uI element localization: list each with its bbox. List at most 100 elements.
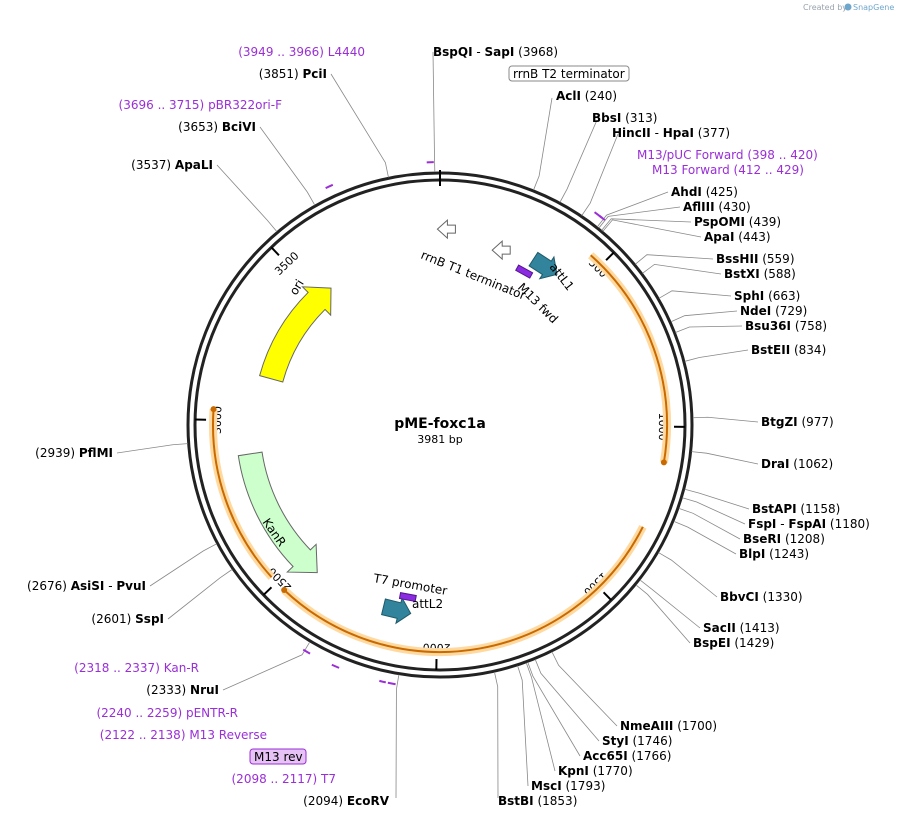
rrnb-t2-label: rrnB T2 terminator xyxy=(513,67,625,81)
leader-line xyxy=(259,126,316,206)
orf-arc xyxy=(283,526,644,653)
primer-marks xyxy=(302,161,606,686)
leader-line xyxy=(673,521,737,555)
leader-line xyxy=(167,569,233,620)
attl1-arrow xyxy=(528,251,558,280)
leader-line xyxy=(684,349,749,362)
leader-line xyxy=(635,254,714,265)
leader-line xyxy=(222,641,311,691)
site-label: (2333) NruI xyxy=(146,683,219,697)
site-label: NdeI (729) xyxy=(740,304,807,318)
primer-label: (2318 .. 2337) Kan-R xyxy=(74,661,199,675)
site-label: PspOMI (439) xyxy=(694,215,781,229)
site-label: DraI (1062) xyxy=(761,457,833,471)
leader-line xyxy=(658,290,732,299)
primer-label: (2122 .. 2138) M13 Reverse xyxy=(100,728,267,742)
site-label: ApaI (443) xyxy=(704,230,771,244)
site-label: AclI (240) xyxy=(556,89,617,103)
site-label: BstEII (834) xyxy=(751,343,826,357)
feature-group xyxy=(209,218,671,656)
orf-arrowhead xyxy=(660,459,667,466)
site-label: NmeAIII (1700) xyxy=(620,719,717,733)
leader-line xyxy=(525,662,556,772)
credit-prefix: Created by xyxy=(803,3,847,12)
site-label: FspI - FspAI (1180) xyxy=(748,517,870,531)
orf-highlight xyxy=(588,252,671,464)
site-label: AflIII (430) xyxy=(683,200,751,214)
leader-line xyxy=(559,119,598,203)
leader-line xyxy=(682,497,746,525)
m13-rev-box: M13 rev xyxy=(249,748,307,765)
leader-line xyxy=(598,206,681,229)
m13-fwd-label: M13 fwd xyxy=(515,280,561,326)
site-label: BssHII (559) xyxy=(716,252,795,266)
site-label: SacII (1413) xyxy=(703,621,780,635)
attl2-arrow xyxy=(380,596,412,625)
primer-site-mark xyxy=(331,663,340,669)
leader-line xyxy=(601,218,692,231)
site-label: (3537) ApaLI xyxy=(131,158,213,172)
site-label: (2094) EcoRV xyxy=(303,794,390,808)
leader-line xyxy=(551,651,618,727)
site-label: KpnI (1770) xyxy=(558,764,633,778)
primer-label: (2098 .. 2117) T7 xyxy=(232,772,337,786)
leader-line xyxy=(596,191,669,228)
site-label: BbvCI (1330) xyxy=(720,590,803,604)
primer-label: (2240 .. 2259) pENTR-R xyxy=(96,706,238,720)
primer-label: M13/pUC Forward (398 .. 420) xyxy=(637,148,818,162)
leader-line xyxy=(678,507,741,540)
primer-bind-mark xyxy=(515,264,534,279)
leader-line xyxy=(692,416,759,423)
orf-arrowhead xyxy=(281,587,288,594)
attl2-label: attL2 xyxy=(412,597,443,611)
site-label: BbsI (313) xyxy=(592,111,657,125)
leader-line xyxy=(330,73,389,178)
site-label: BseRI (1208) xyxy=(743,532,825,546)
leader-line xyxy=(670,310,738,323)
site-label: (2676) AsiSI - PvuI xyxy=(27,579,146,593)
primer-site-mark xyxy=(387,681,396,686)
terminator-arrow xyxy=(436,218,456,240)
site-label: MscI (1793) xyxy=(531,779,605,793)
ori-arrow xyxy=(259,286,332,383)
leader-line xyxy=(658,552,718,598)
leader-line xyxy=(684,488,750,510)
site-label: (2601) SspI xyxy=(91,612,164,626)
site-label: StyI (1746) xyxy=(602,734,672,748)
orf-arc xyxy=(212,409,273,578)
m13-rev-label: M13 rev xyxy=(254,750,303,764)
site-label: Bsu36I (758) xyxy=(745,319,827,333)
leader-line xyxy=(494,671,499,799)
rrnb-t2-box: rrnB T2 terminator xyxy=(508,65,630,82)
site-label: AhdI (425) xyxy=(671,185,738,199)
primer-bind-mark xyxy=(398,592,417,603)
orf-arc xyxy=(590,254,668,463)
primer-site-mark xyxy=(302,648,311,655)
leader-line xyxy=(642,263,722,275)
site-label: (3851) PciI xyxy=(259,67,327,81)
primer-site-mark xyxy=(379,679,387,684)
leader-line xyxy=(602,219,702,238)
leader-line xyxy=(581,133,619,216)
leader-line xyxy=(639,579,701,629)
leader-line xyxy=(675,325,743,333)
site-label: BspEI (1429) xyxy=(693,636,774,650)
kanr-arrow xyxy=(237,451,318,574)
site-label: BlpI (1243) xyxy=(739,547,809,561)
leader-line xyxy=(691,451,759,465)
leader-line xyxy=(527,662,581,757)
attl1-label: attL1 xyxy=(547,260,577,293)
leader-line xyxy=(395,674,400,799)
snapgene-logo-icon xyxy=(844,3,852,11)
plasmid-size: 3981 bp xyxy=(417,433,462,446)
tick-mark xyxy=(602,591,612,601)
primer-label: (3696 .. 3715) pBR322ori-F xyxy=(119,98,283,112)
leader-line xyxy=(432,51,436,173)
orf-arrowhead xyxy=(210,406,217,413)
site-label: BstBI (1853) xyxy=(498,794,577,808)
primer-site-mark xyxy=(325,183,334,190)
leader-line xyxy=(534,659,600,742)
site-label: Acc65I (1766) xyxy=(583,749,671,763)
primer-label: M13 Forward (412 .. 429) xyxy=(652,163,804,177)
